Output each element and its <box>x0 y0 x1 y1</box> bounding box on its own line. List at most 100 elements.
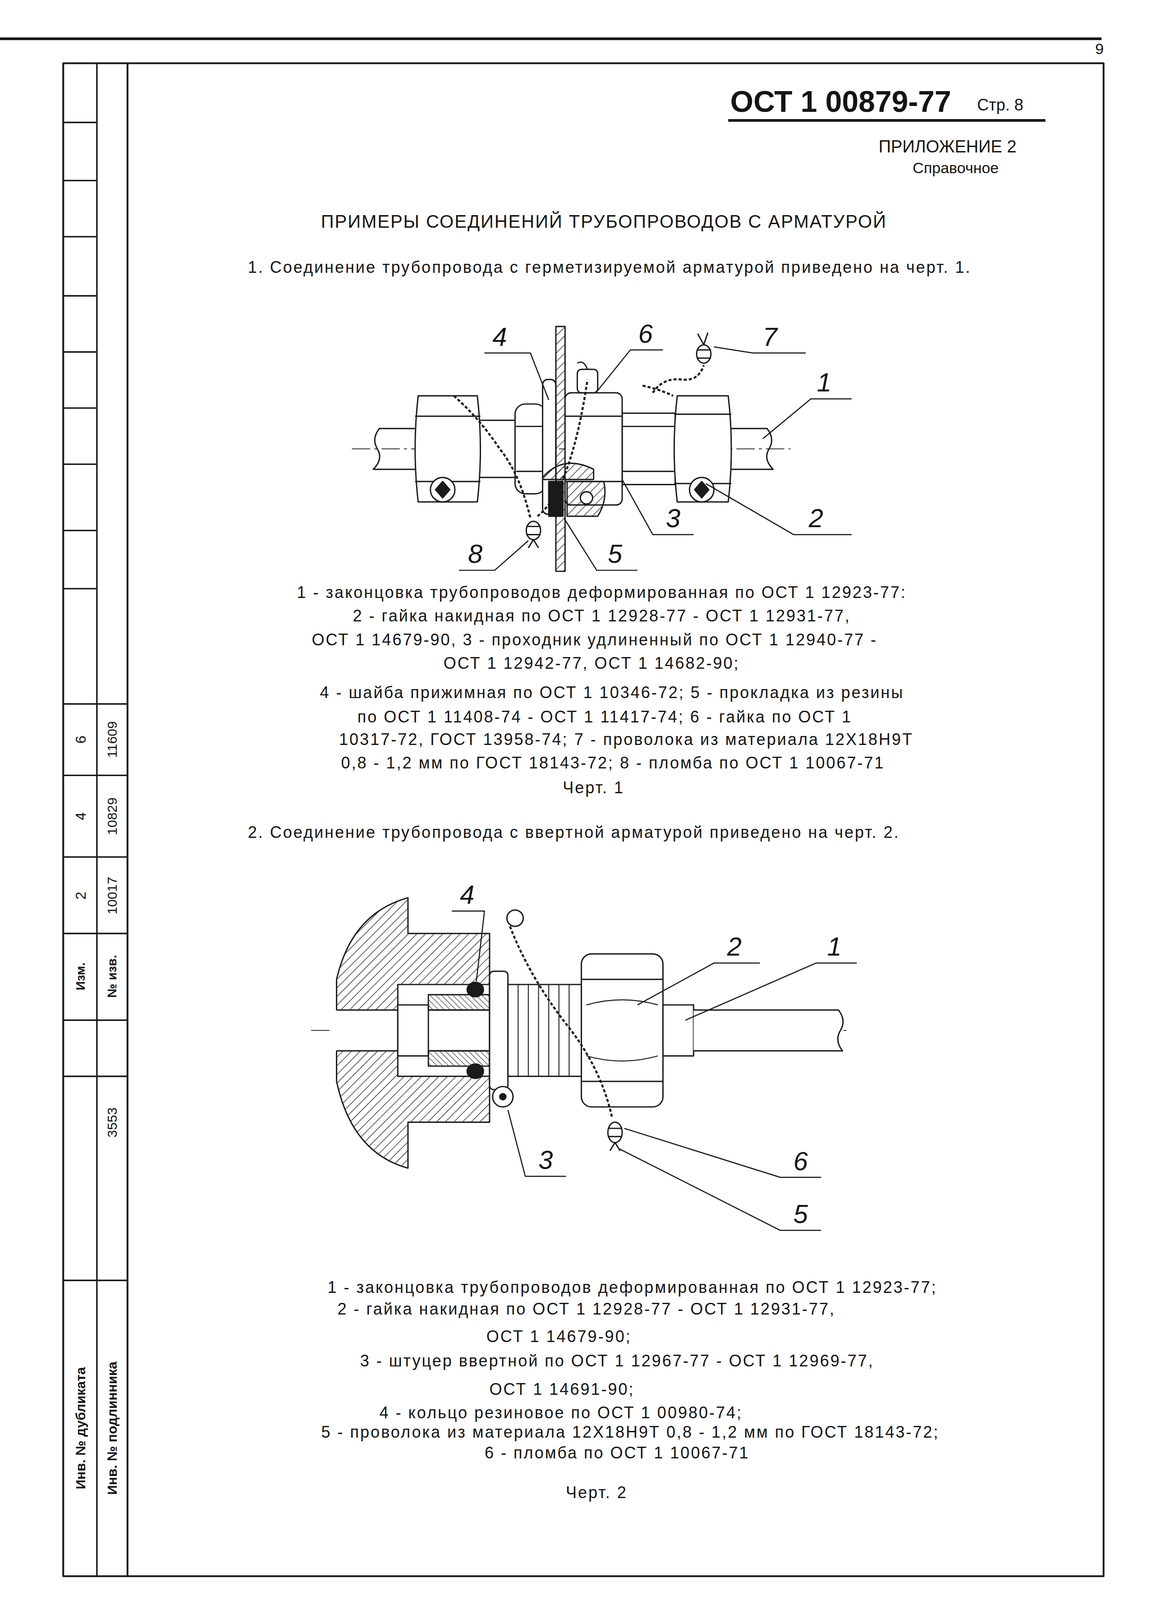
text-line: 1. Соединение трубопровода с герметизиру… <box>247 257 972 277</box>
leader-lines-2-part <box>637 963 760 1005</box>
drawing-1-part <box>674 413 732 415</box>
drawing-1-part <box>435 481 450 498</box>
drawing-1-part <box>526 521 541 540</box>
callout-number: 1 <box>826 931 842 962</box>
text-line: 2. Соединение трубопровода с ввертной ар… <box>247 822 900 842</box>
margin-stamp-part <box>63 351 97 353</box>
drawing-1-part <box>454 395 531 519</box>
margin-stamp-part <box>96 63 98 1576</box>
margin-stamp-part <box>63 463 97 465</box>
leader-lines-2-part <box>451 910 485 982</box>
drawing-1-part <box>577 362 588 370</box>
margin-stamp-part <box>63 932 128 934</box>
stamp-cell-text: Изм. <box>73 962 88 991</box>
text-line: Черт. 2 <box>565 1482 628 1502</box>
text-line: по ОСТ 1 11408-74 - ОСТ 1 11417-74; 6 - … <box>357 707 853 727</box>
drawing-1-part <box>548 481 564 517</box>
drawing-1-part <box>430 477 455 502</box>
callout-number: 4 <box>459 879 475 910</box>
callout-number: 3 <box>665 503 681 534</box>
leader-lines-2-part <box>685 963 857 1021</box>
drawing-1-part <box>514 403 546 494</box>
leader-lines-2-part <box>508 1109 567 1176</box>
text-line: 6 - пломба по ОСТ 1 10067-71 <box>484 1443 750 1462</box>
drawing-1-part <box>622 470 676 473</box>
text-line: Справочное <box>912 159 999 178</box>
margin-stamp-part <box>63 702 128 705</box>
drawing-2-part <box>467 982 484 997</box>
drawing-1-part <box>567 481 606 517</box>
leader-lines-1 <box>458 346 852 570</box>
leader-lines-1-part <box>596 349 663 392</box>
drawing-2-part <box>662 1004 694 1056</box>
text-line: 3 - штуцер ввертной по ОСТ 1 12967-77 - … <box>360 1351 875 1370</box>
drawing-1-part <box>730 428 774 469</box>
drawing-2-part <box>518 984 569 1077</box>
leader-lines-1-part <box>622 479 694 535</box>
text-line: 4 - кольцо резиновое по ОСТ 1 00980-74; <box>379 1403 743 1422</box>
drawing-2-part <box>693 1009 844 1051</box>
margin-stamp-part <box>63 294 97 297</box>
margin-stamp <box>63 63 128 1576</box>
drawing-2-part <box>581 953 664 1107</box>
margin-stamp-part <box>63 1019 128 1021</box>
margin-stamp-part <box>63 235 97 238</box>
stamp-cell-text: 6 <box>72 735 89 744</box>
callout-number: 5 <box>793 1198 808 1230</box>
drawing-2-part <box>428 1008 490 1011</box>
drawing-2-part <box>607 1122 623 1143</box>
callout-number: 7 <box>762 321 778 352</box>
leader-lines-1-part <box>714 346 807 354</box>
stamp-cell-text: 10829 <box>104 797 121 835</box>
drawing-1-part <box>564 415 623 418</box>
leader-lines-2-part <box>619 1148 821 1230</box>
text-line: Черт. 1 <box>562 778 625 797</box>
drawing-2-part <box>492 1086 514 1107</box>
text-line: ОСТ 1 12942-77, ОСТ 1 14682-90; <box>443 653 740 673</box>
margin-stamp-part <box>126 63 129 1576</box>
stamp-cell-text: Инв. № дубликата <box>72 1366 89 1490</box>
drawing-1-part <box>696 348 711 351</box>
drawing-2-part <box>332 1009 399 1051</box>
drawing-2-part <box>428 1050 490 1052</box>
margin-stamp-part <box>63 1075 128 1077</box>
document-code: ОСТ 1 00879-77 <box>730 84 952 120</box>
margin-stamp-part <box>63 1279 128 1281</box>
callout-number: 3 <box>538 1144 553 1175</box>
text-line: Стр. 8 <box>976 95 1024 115</box>
stamp-cell-text: 3553 <box>104 1106 121 1138</box>
drawing-2-part <box>428 994 490 1010</box>
leader-lines-2-part <box>624 1128 822 1178</box>
text-line: 1 - законцовка трубопроводов деформирова… <box>297 583 907 602</box>
stamp-cell-text: 4 <box>72 811 89 821</box>
drawing-1-part <box>526 533 541 536</box>
drawing-1-part <box>516 470 545 473</box>
leader-lines-1-part <box>706 483 853 535</box>
stamp-cell-text: 2 <box>72 891 89 900</box>
stamp-cell-text: Инв. № подлинника <box>104 1361 121 1495</box>
drawing-2-part <box>467 1063 484 1079</box>
margin-stamp-part <box>63 587 97 590</box>
drawing-2-part <box>428 1050 490 1066</box>
page-frame-part <box>0 37 1102 41</box>
callout-number: 4 <box>492 321 507 352</box>
text-line: 4 - шайба прижимная по ОСТ 1 10346-72; 5… <box>319 683 904 702</box>
drawing-2-part <box>581 978 664 980</box>
drawing-2-part <box>607 1127 623 1129</box>
drawing-1-part <box>674 395 732 502</box>
text-line: 0,8 - 1,2 мм по ГОСТ 18143-72; 8 - пломб… <box>341 753 886 772</box>
margin-stamp-part <box>63 774 128 776</box>
text-line: 2 - гайка накидная по ОСТ 1 12928-77 - О… <box>337 1299 836 1318</box>
page-title: ПРИМЕРЫ СОЕДИНЕНИЙ ТРУБОПРОВОДОВ С АРМАТ… <box>321 210 887 232</box>
drawing-2-part <box>506 909 523 927</box>
leader-lines-1-part <box>484 353 550 400</box>
drawing-1 <box>351 326 791 572</box>
margin-stamp-part <box>63 529 97 532</box>
text-line: ОСТ 1 14679-90, 3 - проходник удлиненный… <box>311 630 878 649</box>
drawing-1-part <box>555 326 565 572</box>
drawing-1-part <box>622 425 676 427</box>
margin-stamp-part <box>63 179 97 182</box>
drawing-2-part <box>609 1142 621 1151</box>
stamp-cell-text: № изв. <box>105 954 120 998</box>
callout-number: 2 <box>727 931 742 962</box>
